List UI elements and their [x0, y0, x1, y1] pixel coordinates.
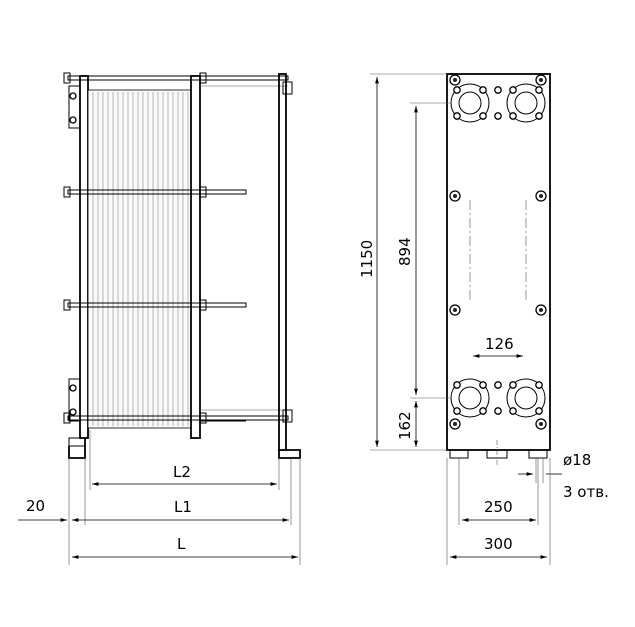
flange-bolt — [535, 86, 543, 94]
tie-rods — [67, 75, 289, 422]
flange-bolt — [453, 112, 461, 120]
flange-bolt — [494, 407, 502, 415]
bottom-left-flange — [68, 378, 81, 422]
flange-bolt — [535, 407, 543, 415]
flange-bolt — [479, 381, 487, 389]
flange-bolt — [509, 407, 517, 415]
dim-hole-count: 3 отв. — [563, 483, 609, 501]
support-column — [278, 73, 287, 451]
dim-width-feet: 250 — [484, 498, 513, 516]
flange-bolt — [453, 407, 461, 415]
flange-bolt — [535, 112, 543, 120]
plate-lines — [92, 92, 189, 426]
dim-port-spacing: 126 — [485, 335, 514, 353]
flange-bolt — [494, 112, 502, 120]
flange-bolt — [479, 112, 487, 120]
flange-bolt — [535, 381, 543, 389]
flange-bolt — [453, 381, 461, 389]
frame-bolts — [449, 74, 547, 430]
front-view-dimensions: 1150 894 162 126 ø18 3 отв. 250 300 — [358, 73, 609, 565]
fixed-frame-plate — [79, 75, 89, 439]
dim-bottom-offset: 162 — [396, 411, 414, 440]
flange-bolt — [494, 86, 502, 94]
flange-bolt — [479, 86, 487, 94]
flange-bolts — [453, 86, 543, 415]
flange-bolt — [494, 381, 502, 389]
plate-pack — [87, 89, 192, 429]
flange-bolt — [453, 86, 461, 94]
dim-hole-diameter: ø18 — [563, 451, 591, 469]
dim-l2: L2 — [173, 463, 191, 481]
flange-bolt — [479, 407, 487, 415]
dim-foot-offset: 20 — [26, 497, 45, 515]
bottom-ports — [450, 378, 546, 418]
top-ports — [450, 83, 546, 123]
side-view-dimensions: L2 L1 L 20 — [18, 430, 301, 565]
side-view — [63, 72, 301, 459]
top-left-flange — [68, 85, 81, 129]
front-view — [446, 73, 551, 465]
front-feet — [449, 440, 548, 465]
left-foot — [68, 438, 86, 459]
rod-nuts — [63, 72, 207, 424]
pressure-plate — [190, 75, 201, 439]
dim-l1: L1 — [174, 498, 192, 516]
dim-l: L — [177, 535, 186, 553]
flange-bolt — [509, 86, 517, 94]
front-plate-body — [446, 73, 551, 451]
dim-height-ports: 894 — [396, 237, 414, 266]
flange-bolt — [509, 381, 517, 389]
right-foot — [278, 449, 301, 459]
flange-bolt — [509, 112, 517, 120]
dim-width-total: 300 — [484, 535, 513, 553]
dim-height-total: 1150 — [358, 240, 376, 278]
